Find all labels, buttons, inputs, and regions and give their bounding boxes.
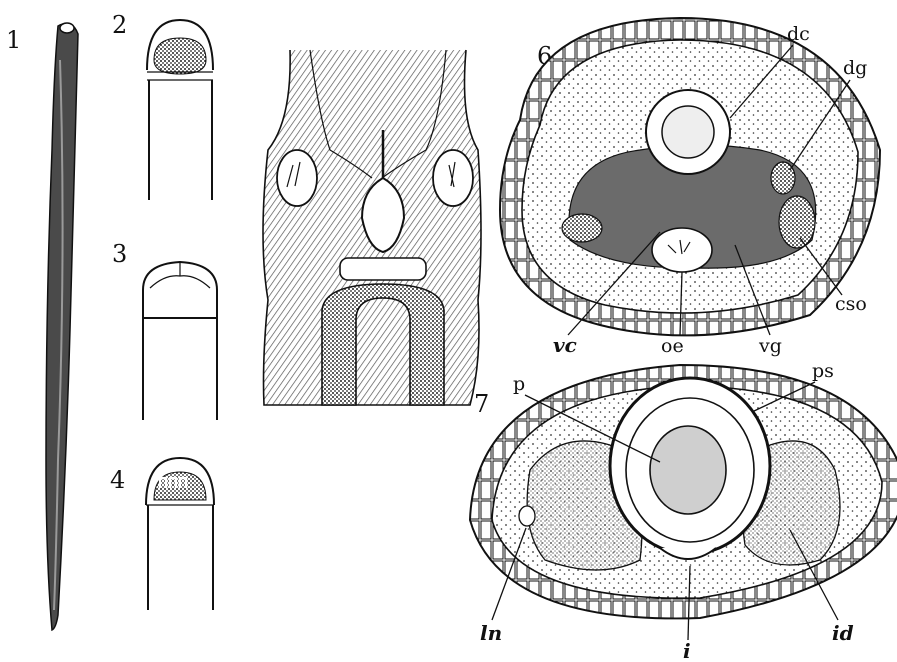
figure-1-whole-worm: 1 <box>6 23 78 630</box>
fig2-mouth-region <box>154 38 206 74</box>
label-i: i <box>683 639 691 662</box>
fig7-lateral-nerve <box>519 506 535 526</box>
figure-2-head-end: 2 <box>112 11 213 200</box>
label-ps: ps <box>812 360 834 382</box>
fig6-right-lateral-gland <box>779 196 815 248</box>
figure-number-3: 3 <box>112 240 127 268</box>
fig5-nerve-ring <box>340 258 426 280</box>
label-dg: dg <box>843 57 867 79</box>
figure-4-head-end: 4 <box>110 458 214 610</box>
fig6-dorsal-canal <box>662 106 714 158</box>
figure-number-7: 7 <box>474 390 489 418</box>
figure-number-4: 4 <box>110 466 125 494</box>
figure-3-head-end: 3 <box>112 240 217 420</box>
label-dc: dc <box>787 23 810 45</box>
label-p: p <box>513 373 525 395</box>
worm-head <box>60 23 74 33</box>
figure-5-longitudinal-section: 5 <box>263 50 481 405</box>
label-ln: ln <box>480 621 502 645</box>
figure-number-2: 2 <box>112 11 127 39</box>
fig5-right-gland <box>433 150 473 206</box>
label-vc: vc <box>553 333 577 357</box>
figure-number-1: 1 <box>6 26 21 54</box>
label-oe: oe <box>661 335 684 357</box>
label-cso: cso <box>835 293 867 315</box>
label-vg: vg <box>758 335 782 357</box>
label-id: id <box>832 621 854 645</box>
fig7-pharynx <box>650 426 726 514</box>
figure-6-cross-section: 6 dc dg cso vc oe vg <box>500 18 880 357</box>
figure-7-cross-section: 7 p ps ln i id <box>470 360 897 662</box>
fig6-left-lateral-gland <box>562 214 602 242</box>
